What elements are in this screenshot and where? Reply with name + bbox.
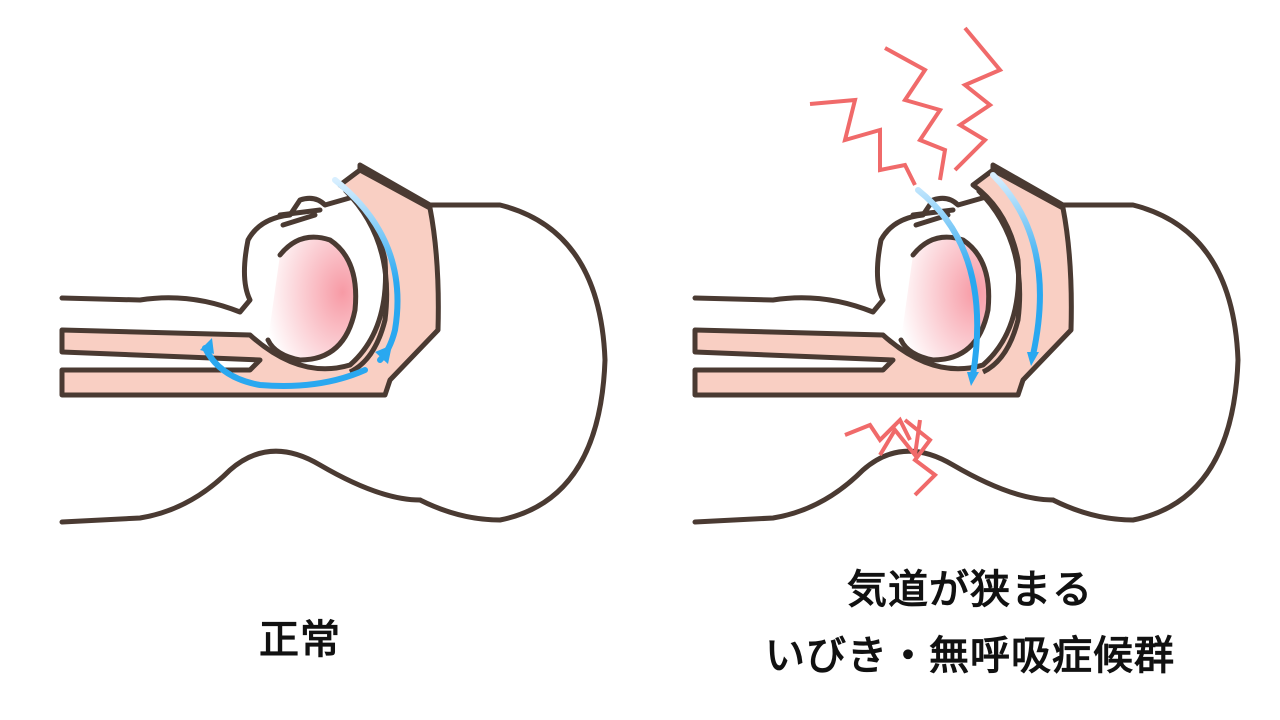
caption-snoring-line1: 気道が狭まる: [847, 567, 1093, 613]
snore-zigzag-icon: [809, 26, 1004, 497]
snoring-panel: [695, 165, 1238, 522]
airflow-arrowhead: [967, 352, 1039, 386]
caption-normal: 正常: [259, 617, 341, 663]
normal-panel: [62, 165, 605, 522]
caption-snoring: 気道が狭まる いびき・無呼吸症候群: [680, 562, 1260, 684]
caption-snoring-line2: いびき・無呼吸症候群: [765, 633, 1175, 679]
airflow-arrow: [915, 172, 1043, 378]
